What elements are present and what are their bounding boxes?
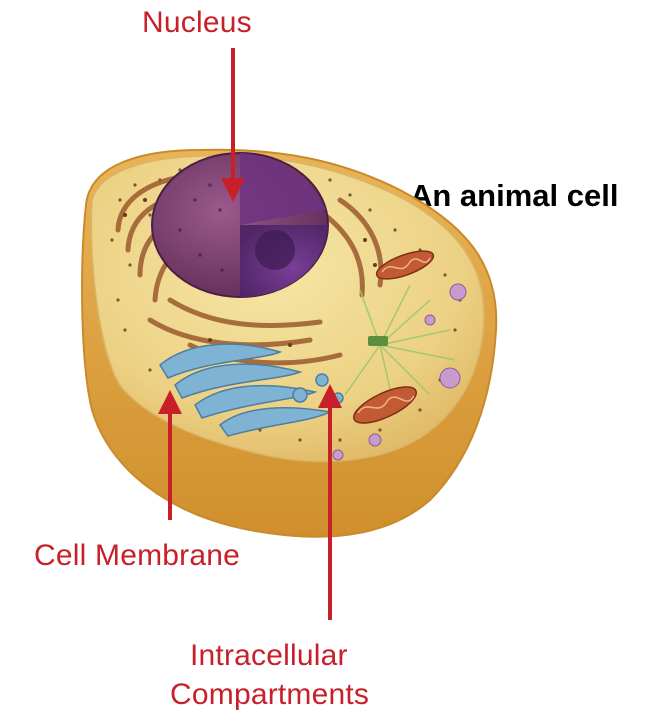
centriole: [368, 336, 388, 346]
nucleus: [152, 153, 328, 297]
nucleolus: [255, 230, 295, 270]
